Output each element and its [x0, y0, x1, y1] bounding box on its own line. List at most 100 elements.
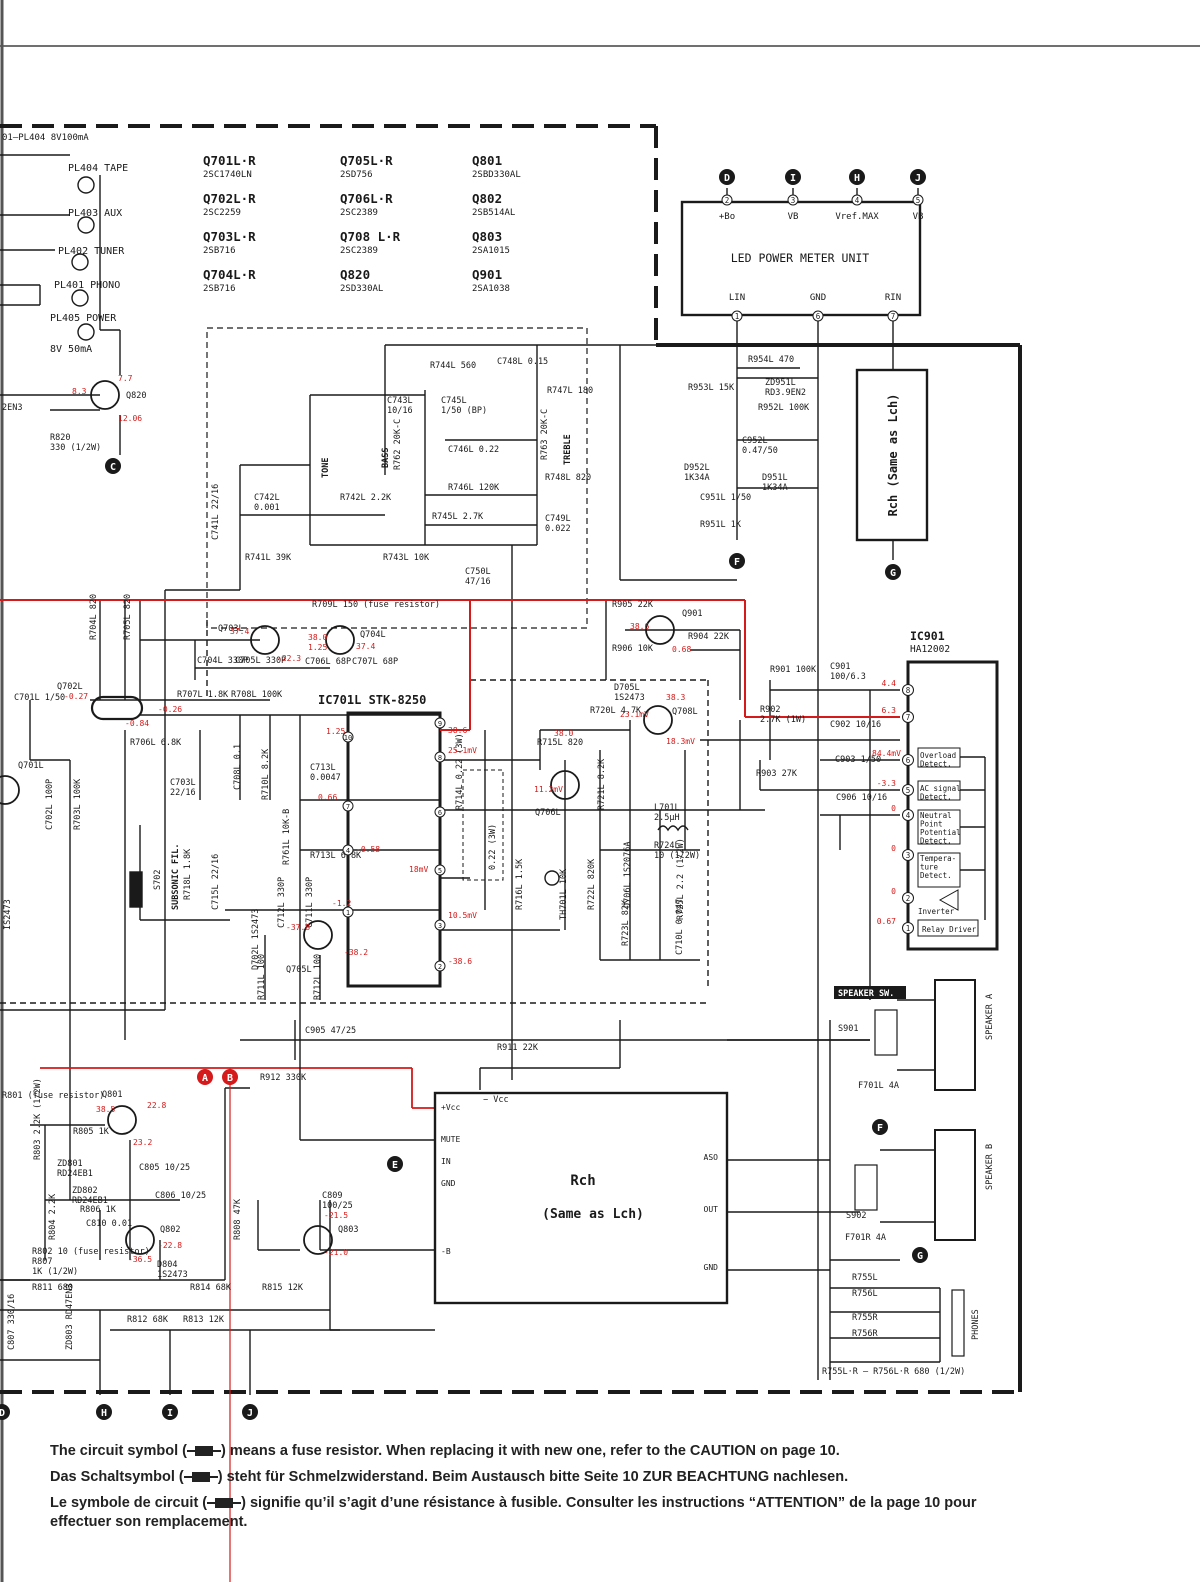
transistor-ref: Q901: [472, 267, 502, 282]
component-label: R747L 180: [547, 386, 593, 396]
component-label: L701L: [654, 803, 680, 813]
connector-badge: [197, 1069, 213, 1085]
component-label: R723L 82K: [621, 899, 631, 946]
component-label: Q801: [102, 1090, 122, 1100]
component-label: C708L 0.1: [233, 744, 243, 790]
ic901-block-label: Overload: [920, 751, 956, 760]
pin-circle: [731, 310, 743, 322]
led-unit-pin-number: 2: [725, 196, 730, 205]
component-label: ZD802: [72, 1186, 98, 1196]
rch-same-box-label: Rch (Same as Lch): [886, 394, 900, 517]
component-label: 1K34A: [762, 483, 788, 493]
component-label: R815 12K: [262, 1283, 304, 1293]
voltage-reading: -0.27: [64, 692, 88, 701]
ic-pin-circle: [902, 684, 914, 696]
voltage-reading: -22.8: [158, 1241, 182, 1250]
component-label: D951L: [762, 473, 788, 483]
transistor-type: 2SC2389: [340, 208, 378, 218]
component-label: R722L 820K: [587, 858, 597, 910]
led-unit-pin: VB: [788, 212, 799, 222]
voltage-reading: 4.4: [882, 679, 897, 688]
ic-pin-circle: [342, 800, 354, 812]
ic-pin-number: 2: [906, 894, 911, 903]
voltage-reading: 0.66: [318, 793, 337, 802]
component-label: R906 10K: [612, 644, 654, 654]
voltage-reading: -0.58: [356, 845, 380, 854]
component-label: RD3.9EN2: [765, 388, 806, 398]
voltage-reading: -21.0: [324, 1248, 348, 1257]
component-label: R761L 10K-B: [282, 809, 292, 865]
component-label: R708L 100K: [231, 690, 283, 700]
led-unit-pin-number: 6: [816, 312, 821, 321]
component-label: 330 (1/2W): [50, 443, 101, 453]
led-unit-pin: Vref.MAX: [835, 212, 879, 222]
connector-badge: [0, 1404, 10, 1420]
component-label: R745L 2.7K: [432, 512, 484, 522]
voltage-reading: 1.25: [308, 643, 327, 652]
component-label: R904 22K: [688, 632, 730, 642]
ic-pin-circle: [434, 751, 446, 763]
component-label: C748L 0.15: [497, 357, 548, 367]
component-label: R706L 6.8K: [130, 738, 182, 748]
led-unit-pin-number: 4: [855, 196, 860, 205]
pin-circle: [887, 310, 899, 322]
ic-pin-number: 8: [438, 754, 442, 762]
component-label: 100/6.3: [830, 672, 866, 682]
connector-badge: [910, 169, 926, 185]
connector-badge: [885, 564, 901, 580]
component-label: R801 (fuse resistor): [2, 1091, 104, 1101]
component-label: R713L 6.8K: [310, 851, 362, 861]
voltage-reading: -3.3: [877, 779, 896, 788]
ic-pin-number: 8: [906, 686, 911, 695]
connector-badge: [96, 1404, 112, 1420]
voltage-reading: -37.8: [286, 923, 310, 932]
component-label: Q702L: [57, 682, 83, 692]
voltage-reading: 11.2mV: [534, 785, 563, 794]
ic901-block-label: AC signal: [920, 784, 961, 793]
connector-badge: [242, 1404, 258, 1420]
led-unit-title: LED POWER METER UNIT: [731, 251, 870, 265]
transistor-ref: Q708 L·R: [340, 229, 401, 244]
component-label: R748L 820: [545, 473, 591, 483]
ic-pin-circle: [434, 806, 446, 818]
component-label: Q803: [338, 1225, 358, 1235]
component-label: R707L 1.8K: [177, 690, 229, 700]
component-label: C749L: [545, 514, 571, 524]
ic-pin-circle: [902, 809, 914, 821]
rch-pin-label: MUTE: [441, 1135, 460, 1144]
voltage-reading: 1.25: [326, 727, 345, 736]
ic-pin-number: 3: [438, 922, 442, 930]
rch-pin-label: OUT: [704, 1205, 719, 1214]
transistor-type: 2SA1015: [472, 246, 510, 256]
voltage-reading: 12.06: [118, 414, 142, 423]
transistor-type: 2SB716: [203, 284, 236, 294]
caption-en-text: ) means a fuse resistor. When replacing …: [220, 1443, 840, 1459]
component-label: R705L 820: [123, 594, 133, 640]
transistor-type: 2SB514AL: [472, 208, 515, 218]
component-label: 47/16: [465, 577, 491, 587]
transistor-ref: Q704L·R: [203, 267, 256, 282]
component-label: C906 10/16: [836, 793, 887, 803]
ic-pin-number: 6: [438, 809, 442, 817]
connector-badge: [849, 169, 865, 185]
ic-pin-number: 7: [346, 803, 350, 811]
component-label: C701L 1/50: [14, 693, 65, 703]
lamp-label: PL401 PHONO: [54, 280, 120, 291]
ic-pin-circle: [902, 892, 914, 904]
rch-pin-label: GND: [704, 1263, 719, 1272]
component-label: R912 330K: [260, 1073, 307, 1083]
ic-pin-circle: [902, 849, 914, 861]
transistor-ref: Q703L·R: [203, 229, 256, 244]
ic701-label: IC701L STK-8250: [318, 693, 426, 707]
component-label: R756R: [852, 1329, 878, 1339]
component-label: ZD951L: [765, 378, 796, 388]
component-label: C805 10/25: [139, 1163, 190, 1173]
transistor-ref: Q701L·R: [203, 153, 256, 168]
component-label: R744L 560: [430, 361, 476, 371]
connector-badge: [162, 1404, 178, 1420]
lamp-header: 01–PL404 8V100mA: [2, 133, 89, 143]
component-label: 2EN3: [2, 403, 22, 413]
component-label: S901: [838, 1024, 858, 1034]
component-label: Q820: [126, 391, 146, 401]
label-background: [834, 986, 906, 999]
